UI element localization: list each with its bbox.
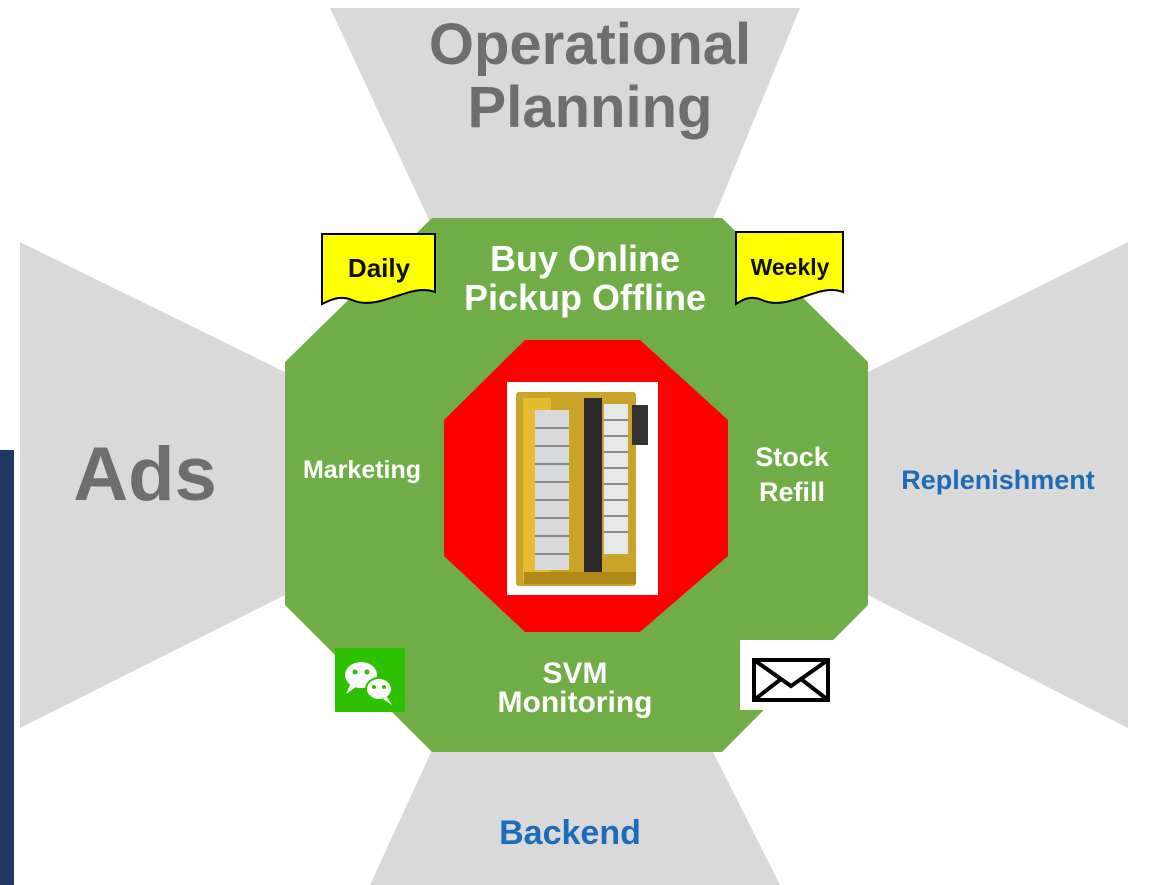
- right-label: Replenishment: [901, 465, 1095, 495]
- stock-refill-line-2: Refill: [758, 477, 825, 508]
- vending-machine-icon: [507, 382, 658, 595]
- bottom-label: Backend: [499, 814, 641, 852]
- center-title-line-2: Pickup Offline: [463, 276, 707, 318]
- envelope-icon: [740, 640, 840, 710]
- svm-monitoring-line-2: Monitoring: [497, 685, 653, 719]
- svm-monitoring-line-1: SVM: [542, 657, 608, 690]
- top-label-line-2: Planning: [467, 74, 713, 140]
- funnel-top: [330, 8, 800, 222]
- center-title: Buy Online Pickup Offline: [425, 238, 745, 318]
- funnel-right: [868, 242, 1128, 728]
- left-label: Ads: [73, 432, 217, 517]
- wechat-icon: [335, 648, 405, 712]
- stock-refill-label: Stock Refill: [732, 440, 852, 510]
- svm-monitoring-label: SVM Monitoring: [465, 657, 685, 719]
- top-label: Operational Planning: [380, 12, 800, 140]
- daily-note: [321, 233, 436, 306]
- funnel-bottom: [370, 750, 780, 885]
- top-label-line-1: Operational: [428, 12, 752, 77]
- center-title-line-1: Buy Online: [489, 238, 681, 279]
- daily-tag: Daily: [347, 253, 411, 283]
- stock-refill-line-1: Stock: [755, 442, 829, 472]
- funnel-left: [20, 242, 285, 728]
- weekly-note: [735, 231, 844, 306]
- side-bar: [0, 450, 14, 885]
- weekly-tag: Weekly: [750, 254, 830, 280]
- marketing-label: Marketing: [302, 456, 422, 484]
